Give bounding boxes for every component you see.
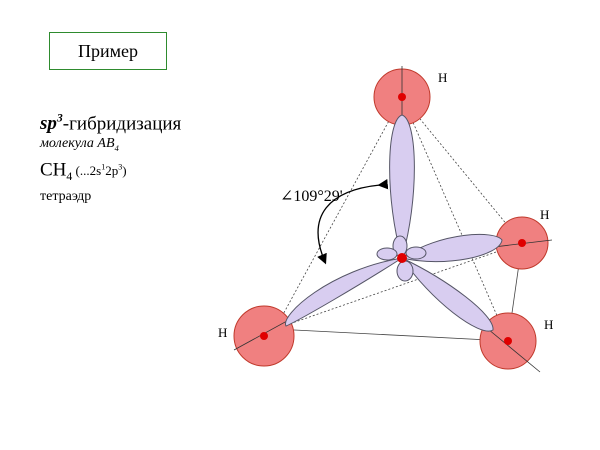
- hybridization-title: sp3-гибридизация: [40, 108, 181, 135]
- nuclei: [260, 93, 526, 345]
- formula-subscript: 4: [66, 170, 73, 184]
- h-label-bottom: H: [544, 317, 553, 332]
- back-lobe-right: [405, 246, 427, 260]
- angle-arrow: [317, 179, 389, 265]
- formula-config-a: (...2s: [72, 163, 102, 179]
- edge-left-bottom: [274, 328, 509, 342]
- h-label-top: H: [438, 70, 447, 85]
- h-nucleus-right: [518, 239, 526, 247]
- h-nucleus-left: [260, 332, 268, 340]
- example-label-box: Пример: [49, 32, 167, 70]
- formula-c: CH: [40, 159, 67, 181]
- formula-config-c: ): [122, 163, 127, 179]
- hybridization-power: 3: [56, 112, 63, 125]
- orbital-lobe-top: [389, 114, 415, 260]
- back-lobe-down: [396, 260, 414, 282]
- orbital-lobe-right: [400, 233, 503, 263]
- geometry-label: тетраэдр: [40, 189, 92, 205]
- hybridization-sp: sp: [40, 113, 57, 135]
- h-nucleus-top: [398, 93, 406, 101]
- example-label: Пример: [77, 40, 138, 61]
- orbital-lobe-bottom: [400, 256, 494, 332]
- edge-top-right: [401, 96, 523, 244]
- formula-sup2: 3: [118, 163, 123, 173]
- back-lobe-left: [376, 247, 398, 261]
- formula-sup1: 1: [101, 163, 106, 173]
- molecule-subscript: 4: [114, 143, 119, 154]
- formula-config-b: 2p: [105, 163, 119, 179]
- hybridization-suffix: -гибридизация: [62, 113, 182, 135]
- h-nucleus-bottom: [504, 337, 512, 345]
- hybrid-orbitals: [285, 114, 503, 332]
- molecule-prefix: молекула AB: [40, 136, 115, 152]
- molecule-formula: CH4 (...2s12p3): [40, 157, 181, 188]
- description-block: sp3-гибридизация молекула AB4 CH4 (...2s…: [40, 108, 181, 206]
- orbital-lobe-left: [285, 257, 403, 327]
- h-label-right: H: [540, 207, 549, 222]
- bond-angle-label: ∠109°29': [280, 188, 343, 205]
- carbon-nucleus: [397, 253, 407, 263]
- edge-top-bottom: [401, 96, 509, 342]
- h-label-left: H: [218, 325, 227, 340]
- molecule-type: молекула AB4: [40, 135, 181, 157]
- edge-left-right: [274, 242, 523, 330]
